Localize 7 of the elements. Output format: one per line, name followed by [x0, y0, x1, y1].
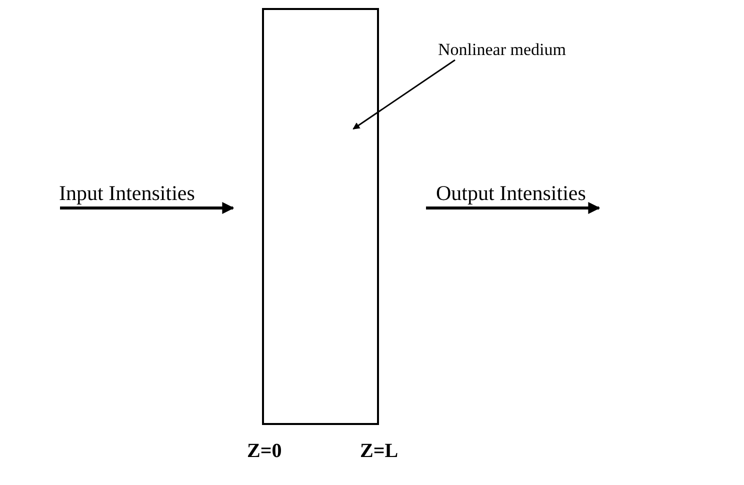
- light-label: Output Intensities: [436, 181, 586, 206]
- leader-arrow: [352, 59, 456, 130]
- light-label: Input Intensities: [59, 181, 195, 206]
- medium-rectangle: [262, 8, 379, 425]
- position-label: Z=L: [360, 439, 398, 463]
- position-label: Z=0: [247, 439, 282, 463]
- callout-text: Nonlinear medium: [438, 36, 608, 64]
